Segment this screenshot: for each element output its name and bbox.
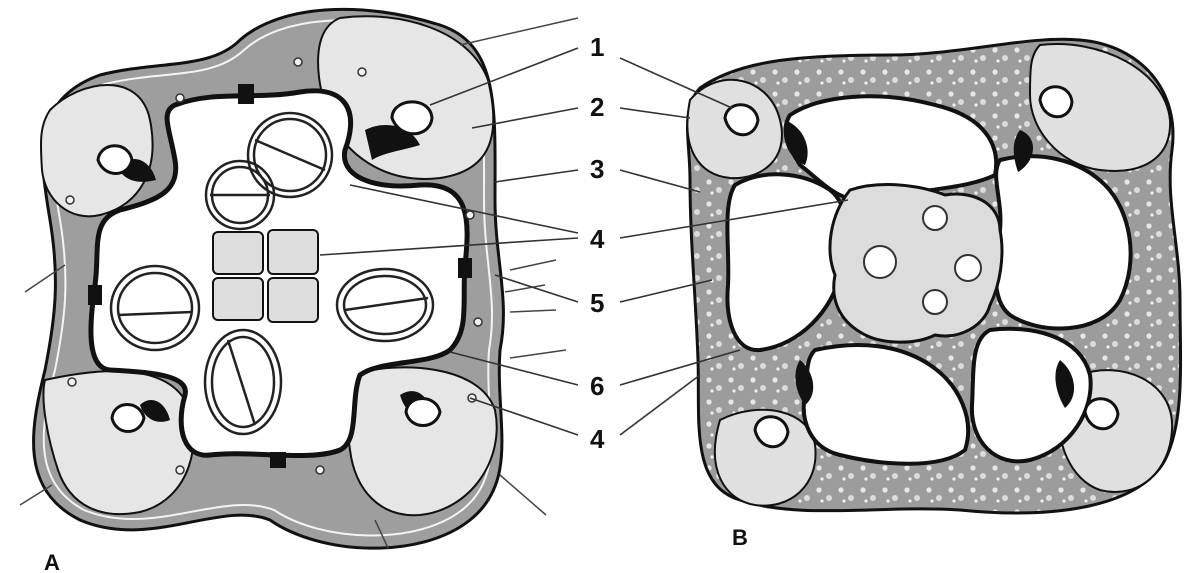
label-3: 3: [590, 154, 604, 184]
label-4-upper: 4: [590, 224, 605, 254]
label-5: 5: [590, 288, 604, 318]
panel-a-cross-section: [20, 9, 578, 548]
panel-b-cross-section: [687, 39, 1180, 513]
panel-b-label: B: [732, 525, 748, 550]
label-2: 2: [590, 92, 604, 122]
label-6: 6: [590, 371, 604, 401]
panel-a-label: A: [44, 550, 60, 573]
label-4-lower: 4: [590, 424, 605, 454]
label-1: 1: [590, 32, 604, 62]
number-labels: 1 2 3 4 5 6 4: [590, 32, 605, 454]
